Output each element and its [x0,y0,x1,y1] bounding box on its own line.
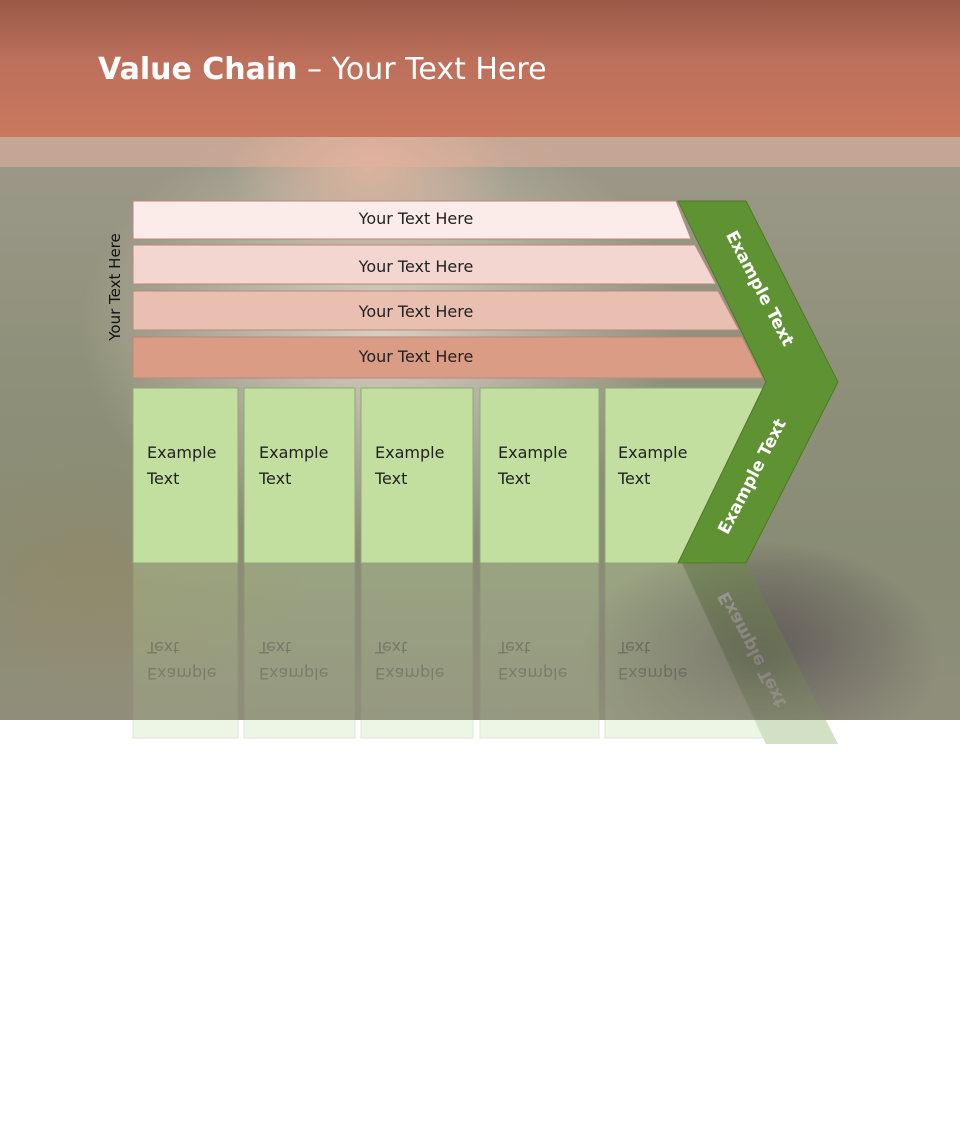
primary-box-1[interactable] [132,387,239,564]
title-rest: – Your Text Here [297,52,547,87]
support-row-4-label: Your Text Here [358,347,474,366]
support-row-3-label: Your Text Here [358,302,474,321]
primary-box-5-line1: Example [618,443,687,462]
support-row-1[interactable] [132,200,692,240]
primary-box-2-line2: Text [258,469,291,488]
primary-box-2-line1: Example [259,443,328,462]
support-row-2[interactable] [132,244,717,285]
support-row-2-label: Your Text Here [358,257,474,276]
title-bar [0,0,960,137]
primary-box-4-line2: Text [497,469,530,488]
primary-box-2[interactable] [243,387,356,564]
primary-box-1-line1: Example [147,443,216,462]
title-band [0,137,960,167]
title-bold: Value Chain [98,52,298,87]
primary-box-5-line2: Text [617,469,650,488]
primary-box-4[interactable] [479,387,600,564]
primary-box-3-line1: Example [375,443,444,462]
primary-box-3-line2: Text [374,469,407,488]
support-row-3[interactable] [132,290,740,331]
primary-box-1-line2: Text [146,469,179,488]
slide-title: Value Chain – Your Text Here [98,52,547,87]
support-row-4[interactable] [132,336,764,379]
primary-box-4-line1: Example [498,443,567,462]
support-row-1-label: Your Text Here [358,209,474,228]
value-chain-diagram: Your Text Here Your Text Here Your Text … [132,200,839,564]
primary-box-3[interactable] [360,387,474,564]
